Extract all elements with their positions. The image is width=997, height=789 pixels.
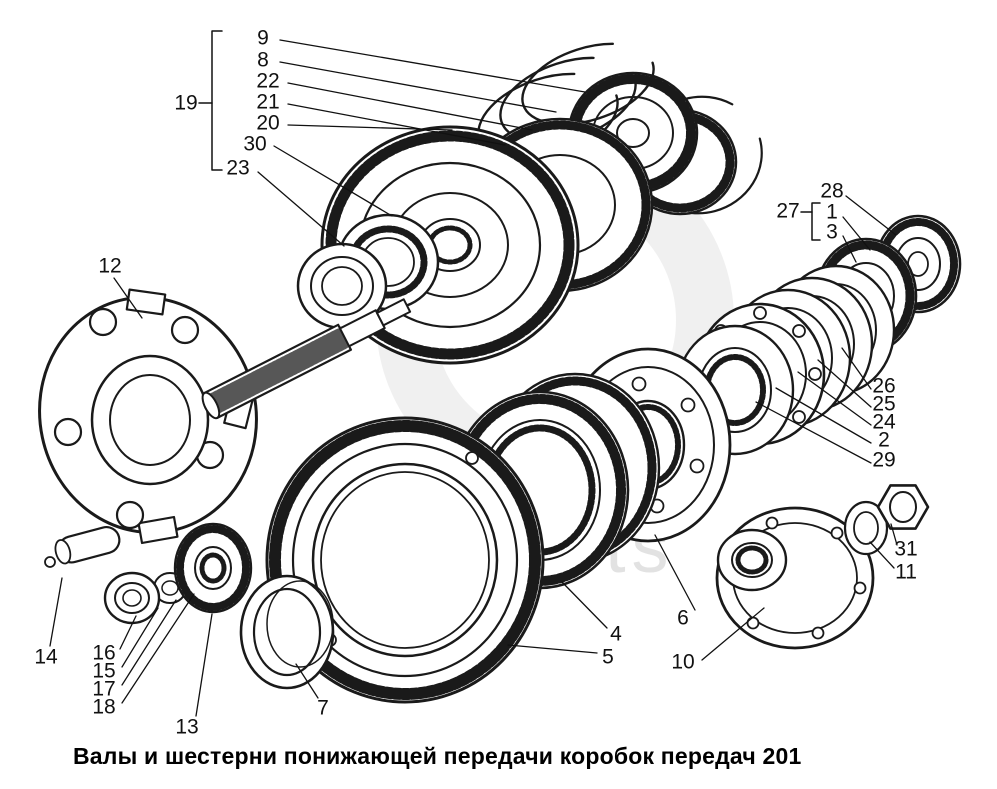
gear-13-drawing xyxy=(173,522,253,614)
bearing-16-15-drawing xyxy=(103,571,187,625)
ring-stack-drawing xyxy=(675,264,896,456)
leader-lines xyxy=(49,39,898,717)
ring-gear-5-drawing xyxy=(265,416,545,704)
pin-14-drawing xyxy=(44,525,121,568)
sleeve-7-drawing xyxy=(239,574,335,690)
diagram-caption: Валы и шестерни понижающей передачи коро… xyxy=(73,743,802,769)
input-shaft-drawing xyxy=(201,298,412,420)
washer-11-drawing xyxy=(843,500,889,556)
nut-31-drawing xyxy=(876,484,930,530)
hub-10-drawing xyxy=(715,506,875,650)
group-brackets xyxy=(198,30,821,241)
flange-12-drawing xyxy=(38,288,258,545)
ring-23-drawing xyxy=(296,242,388,330)
